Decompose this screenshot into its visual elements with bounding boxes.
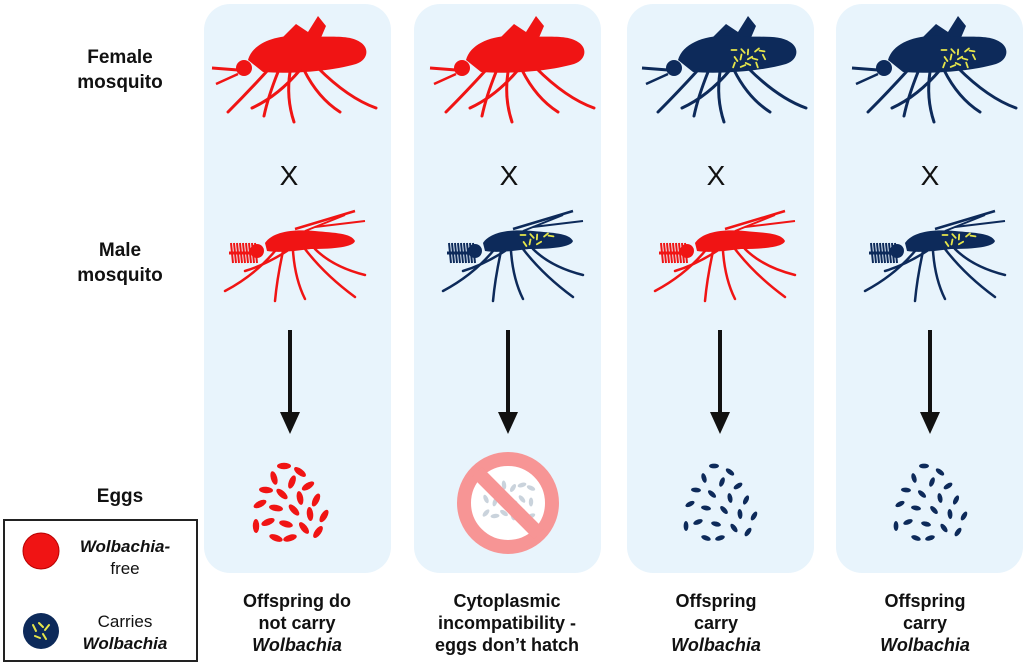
caption-2-line3: eggs don’t hatch: [407, 634, 607, 656]
caption-cross-2: Cytoplasmic incompatibility - eggs don’t…: [407, 590, 607, 656]
caption-1-line3: Wolbachia: [197, 634, 397, 656]
legend-free-line2: free: [65, 558, 185, 580]
caption-3-line3: Wolbachia: [616, 634, 816, 656]
caption-cross-4: Offspring carry Wolbachia: [825, 590, 1024, 656]
female-mosquito-4: [852, 16, 1016, 122]
male-mosquito-4: [865, 211, 1005, 301]
caption-3-line1: Offspring: [616, 590, 816, 612]
legend: Wolbachia- free Carries Wolbachia: [3, 519, 198, 662]
arrow-down-icon-4: [920, 330, 940, 434]
legend-free-swatch: [23, 533, 59, 569]
arrow-down-icon-2: [498, 330, 518, 434]
caption-1-line1: Offspring do: [197, 590, 397, 612]
caption-cross-1: Offspring do not carry Wolbachia: [197, 590, 397, 656]
no-hatch-icon: [464, 459, 552, 547]
male-mosquito-2: [443, 211, 583, 301]
caption-2-line2: incompatibility -: [407, 612, 607, 634]
female-mosquito-1: [212, 16, 376, 122]
female-mosquito-2: [430, 16, 594, 122]
caption-4-line3: Wolbachia: [825, 634, 1024, 656]
caption-4-line1: Offspring: [825, 590, 1024, 612]
egg-cluster-4: [894, 464, 969, 542]
legend-free-line1: Wolbachia-: [65, 536, 185, 558]
caption-2-line1: Cytoplasmic: [407, 590, 607, 612]
caption-3-line2: carry: [616, 612, 816, 634]
caption-4-line2: carry: [825, 612, 1024, 634]
egg-cluster-3: [684, 464, 759, 542]
legend-free-label: Wolbachia- free: [65, 536, 185, 580]
arrow-down-icon-1: [280, 330, 300, 434]
male-mosquito-3: [655, 211, 795, 301]
caption-cross-3: Offspring carry Wolbachia: [616, 590, 816, 656]
caption-1-line2: not carry: [197, 612, 397, 634]
legend-carrier-swatch: [23, 613, 59, 649]
egg-cluster-1: [252, 463, 330, 544]
legend-carrier-line1: Carries: [65, 611, 185, 633]
legend-carrier-label: Carries Wolbachia: [65, 611, 185, 655]
female-mosquito-3: [642, 16, 806, 122]
legend-carrier-line2: Wolbachia: [65, 633, 185, 655]
arrow-down-icon-3: [710, 330, 730, 434]
male-mosquito-1: [225, 211, 365, 301]
